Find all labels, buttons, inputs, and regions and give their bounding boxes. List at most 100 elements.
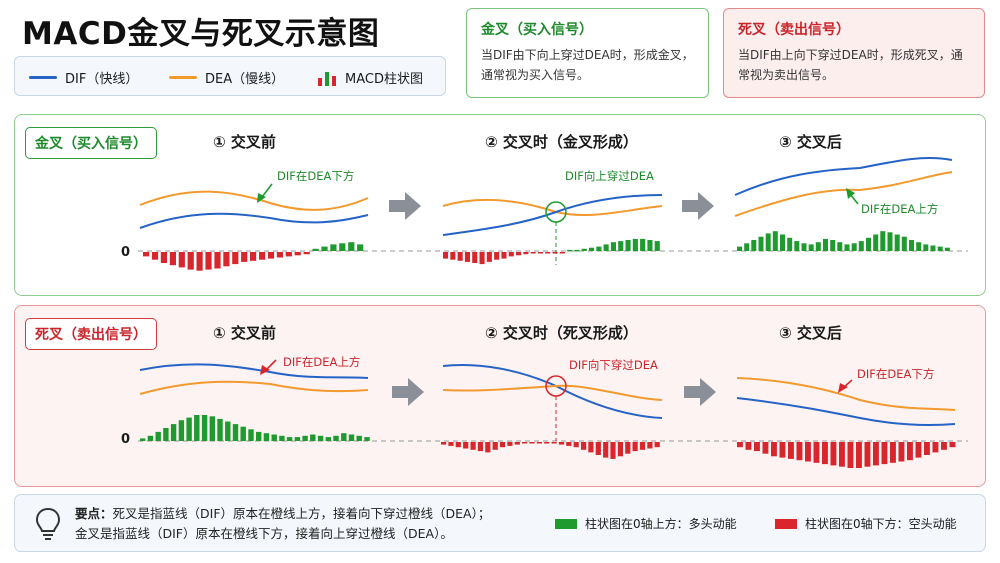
golden-hist-bar [303, 252, 310, 255]
golden-panel-tag: 金叉（买入信号） [25, 127, 157, 159]
golden-hist-bar [214, 252, 221, 269]
death-hist-bar [155, 431, 161, 441]
death-hist-bar [279, 435, 285, 441]
golden-hist-bar [880, 231, 886, 251]
death-hist-bar [805, 442, 811, 462]
death-hist-bar [201, 415, 208, 441]
golden-hist-bar [787, 237, 793, 251]
death-hist-bar [639, 442, 646, 450]
golden-step-3: ③ 交叉后 [779, 133, 842, 151]
death-cross-card: 死叉（卖出信号） 当DIF由上向下穿过DEA时，形成死叉，通常视为卖出信号。 [723, 8, 985, 98]
death-hist-bar [856, 442, 862, 468]
death-hist-bar [263, 433, 270, 441]
summary-box: 要点：死叉是指蓝线（DIF）原本在橙线上方，接着向下穿过橙线（DEA）； 金叉是… [14, 494, 986, 552]
death-hist-bar [302, 435, 308, 441]
death-hist-bar [240, 426, 246, 441]
golden-hist-bar [647, 240, 653, 251]
golden-card-title: 金叉（买入信号） [481, 22, 593, 38]
golden-hist-bar [654, 241, 660, 251]
death-hist-bar [492, 442, 498, 450]
golden-hist-bar [457, 252, 463, 261]
golden-hist-bar [596, 246, 602, 251]
death-hist-bar [294, 437, 301, 441]
death-hist-bar [544, 442, 550, 444]
golden-hist-bar [772, 231, 778, 251]
death-hist-bar [310, 434, 316, 441]
red-bar-swatch [775, 518, 797, 529]
golden-hist-bar [508, 252, 514, 257]
death-hist-bar [551, 442, 557, 444]
golden-hist-bar [758, 236, 764, 251]
golden-hist-bar [916, 242, 922, 251]
golden-cross-card: 金叉（买入信号） 当DIF由下向上穿过DEA时，形成金叉，通常视为买入信号。 [466, 8, 709, 98]
golden-hist-bar [944, 247, 950, 251]
death-hist-bar [225, 421, 231, 441]
golden-hist-bar [844, 244, 850, 251]
golden-hist-bar [937, 246, 943, 251]
golden-1-dea-line [139, 190, 369, 211]
golden-hist-bar [285, 252, 292, 257]
death-hist-bar [566, 442, 572, 446]
golden-zero-label: 0 [121, 245, 131, 260]
golden-hist-bar [640, 238, 646, 251]
death-hist-bar [470, 442, 476, 450]
golden-hist-bar [348, 242, 355, 251]
golden-annotation-3: DIF在DEA上方 [861, 202, 939, 216]
death-hist-bar [348, 434, 355, 441]
death-hist-bar [779, 442, 786, 458]
death-hist-bar [573, 442, 579, 448]
death-2-dif-line [442, 363, 663, 419]
death-3-dif-line [736, 397, 956, 427]
golden-hist-bar [501, 252, 507, 259]
golden-hist-bar [632, 238, 638, 251]
death-hist-bar [924, 442, 930, 455]
death-annotation-2: DIF向下穿过DEA [569, 358, 658, 372]
death-hist-bar [341, 433, 347, 441]
death-hist-bar [536, 442, 542, 444]
golden-hist-bar [516, 252, 522, 256]
death-panel-tag: 死叉（卖出信号） [25, 318, 157, 350]
summary-line-2: 金叉是指蓝线（DIF）原本在橙线下方，接着向上穿过橙线（DEA）。 [75, 526, 453, 541]
golden-hist-bar [873, 234, 879, 251]
golden-hist-bar [909, 240, 914, 251]
page-title: MACD金叉与死叉示意图 [22, 16, 380, 52]
death-card-text: 当DIF由上向下穿过DEA时，形成死叉，通常视为卖出信号。 [738, 48, 963, 82]
golden-hist-bar [187, 252, 194, 270]
histogram-bars [140, 231, 956, 468]
golden-hist-bar [923, 244, 929, 251]
summary-key-label: 要点： [75, 506, 113, 521]
golden-hist-bar [625, 240, 631, 251]
bottom-legend-red-label: 柱状图在0轴下方：空头动能 [805, 517, 957, 531]
death-hist-bar [163, 428, 169, 441]
death-hist-bar [286, 437, 293, 441]
death-step-3: ③ 交叉后 [779, 324, 842, 342]
death-1-dif-line [139, 363, 369, 379]
summary-line-1: 死叉是指蓝线（DIF）原本在橙线上方，接着向下穿过橙线（DEA）； [112, 506, 491, 521]
death-hist-bar [186, 417, 192, 441]
golden-hist-bar [479, 252, 485, 265]
dif-line-swatch [29, 76, 57, 79]
golden-hist-bar [808, 244, 814, 251]
golden-hist-bar [151, 252, 159, 260]
golden-hist-bar [169, 252, 176, 266]
death-arrow-1 [392, 378, 424, 406]
death-hist-bar [610, 442, 616, 459]
death-hist-bar [754, 442, 760, 452]
golden-hist-bar [610, 242, 616, 251]
death-hist-bar [522, 442, 528, 444]
golden-hist-bar [537, 252, 543, 254]
death-hist-bar [147, 435, 154, 441]
death-hist-bar [847, 442, 854, 468]
golden-3-dif-line [734, 157, 953, 196]
golden-hist-bar [259, 252, 266, 260]
bottom-legend-red: 柱状图在0轴下方：空头动能 [775, 515, 957, 532]
death-hist-bar [529, 442, 535, 444]
golden-hist-bar [494, 252, 500, 260]
golden-hist-bar [794, 241, 800, 251]
death-hist-bar [949, 442, 956, 448]
golden-hist-bar [567, 249, 573, 252]
death-hist-bar [625, 442, 631, 454]
golden-hist-bar [930, 245, 936, 251]
death-pointer-3 [838, 379, 853, 393]
